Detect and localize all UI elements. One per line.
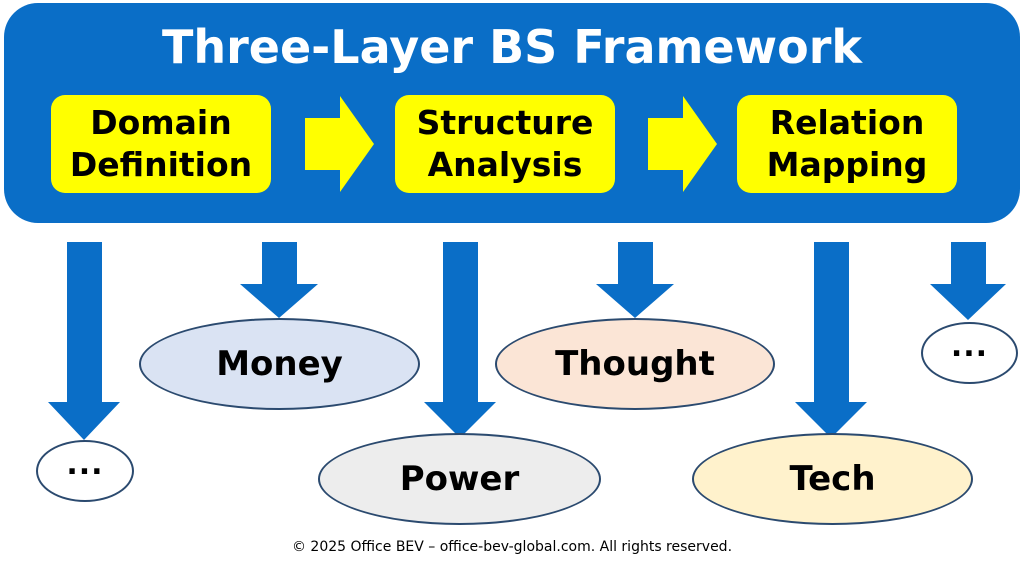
step-label-line2: Analysis bbox=[427, 145, 583, 184]
domain-money: Money bbox=[139, 318, 420, 410]
domain-more-right: ... bbox=[921, 322, 1018, 384]
down-arrow-money-icon bbox=[240, 242, 318, 318]
step-label-line1: Relation bbox=[769, 103, 925, 142]
flow-arrow-1-icon bbox=[305, 96, 374, 192]
step-structure-analysis: Structure Analysis bbox=[395, 95, 615, 193]
domain-thought: Thought bbox=[495, 318, 775, 410]
step-domain-definition: Domain Definition bbox=[51, 95, 271, 193]
domain-label: Money bbox=[216, 344, 343, 384]
domain-label: Power bbox=[399, 459, 520, 499]
down-arrow-more-left-icon bbox=[48, 242, 120, 440]
domain-more-left: ... bbox=[36, 440, 134, 502]
down-arrow-thought-icon bbox=[596, 242, 674, 318]
step-label-line2: Mapping bbox=[766, 145, 928, 184]
step-label-line2: Definition bbox=[69, 145, 253, 184]
domain-label: Thought bbox=[555, 344, 715, 384]
ellipsis-label: ... bbox=[950, 328, 989, 364]
domain-tech: Tech bbox=[692, 433, 973, 525]
flow-arrow-2-icon bbox=[648, 96, 717, 192]
step-relation-mapping: Relation Mapping bbox=[737, 95, 957, 193]
step-label-line1: Domain bbox=[90, 103, 232, 142]
down-arrow-more-right-icon bbox=[930, 242, 1006, 320]
down-arrow-power-icon bbox=[424, 242, 496, 438]
domain-power: Power bbox=[318, 433, 601, 525]
domain-label: Tech bbox=[789, 459, 876, 499]
ellipsis-label: ... bbox=[66, 446, 104, 482]
down-arrow-tech-icon bbox=[795, 242, 867, 438]
step-label-line1: Structure bbox=[416, 103, 594, 142]
copyright-footer: © 2025 Office BEV – office-bev-global.co… bbox=[291, 539, 733, 555]
diagram-title: Three-Layer BS Framework bbox=[161, 20, 863, 74]
